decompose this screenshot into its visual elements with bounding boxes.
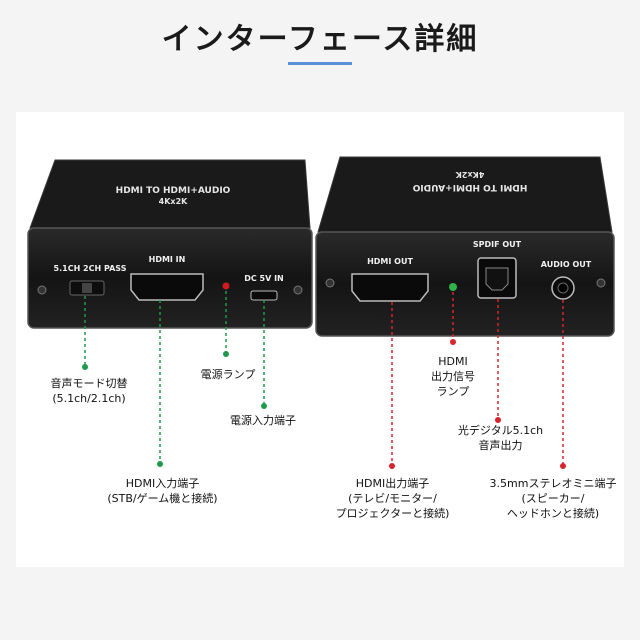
dc-port (250, 290, 278, 301)
callout-hdmi-lamp: HDMI 出力信号 ランプ (418, 354, 488, 399)
dc-label: DC 5V IN (244, 274, 284, 283)
callout-hdmi-out-line-1: HDMI出力端子 (355, 477, 430, 490)
right-device-top (317, 156, 613, 233)
callout-hdmi-in: HDMI入力端子 (STB/ゲーム機と接続) (95, 476, 230, 506)
left-device-top-text-2: 4Kx2K (159, 197, 188, 206)
hdmi-in-port (130, 273, 204, 301)
right-device-top-text-1: HDMI TO HDMI+AUDIO (412, 182, 527, 192)
callout-hdmi-lamp-line-1: HDMI (438, 355, 468, 368)
hdmi-out-port (351, 273, 429, 302)
left-device: HDMI TO HDMI+AUDIO 4Kx2K 5.1CH 2CH PASS … (27, 159, 313, 329)
callout-power-lamp: 電源ランプ (188, 367, 268, 382)
mode-switch-dot (82, 364, 88, 370)
hdmi-lamp-dot (450, 339, 456, 345)
hdmi-signal-led (449, 283, 457, 291)
left-screw-1 (37, 285, 47, 295)
right-device-top-text-2: 4Kx2K (455, 170, 484, 179)
spdif-label: SPDIF OUT (473, 240, 522, 249)
power-input-dot (261, 403, 267, 409)
callout-hdmi-lamp-line-3: ランプ (436, 385, 470, 398)
callout-audio-jack-line-3: ヘッドホンと接続) (506, 507, 600, 520)
right-device: HDMI TO HDMI+AUDIO 4Kx2K HDMI OUT SPDIF … (315, 156, 615, 337)
callout-audio-jack-line-2: (スピーカー/ (521, 492, 585, 505)
callout-hdmi-out-line-3: プロジェクターと接続) (335, 507, 450, 520)
callout-mode-switch-line-1: 音声モード切替 (50, 377, 128, 390)
callout-optical-out-line-1: 光デジタル5.1ch (457, 424, 544, 437)
callout-hdmi-out: HDMI出力端子 (テレビ/モニター/ プロジェクターと接続) (325, 476, 460, 521)
callout-power-input: 電源入力端子 (218, 413, 308, 428)
audio-jack-dot (560, 463, 566, 469)
optical-dot (495, 417, 501, 423)
left-screw-2 (293, 285, 303, 295)
right-device-face (315, 231, 615, 337)
mode-switch-knob (82, 283, 92, 293)
right-screw-1 (325, 278, 335, 288)
left-hdmi-label: HDMI IN (149, 255, 186, 264)
callout-hdmi-in-line-1: HDMI入力端子 (125, 477, 200, 490)
right-screw-2 (596, 278, 606, 288)
left-callout-lines (82, 291, 267, 467)
left-device-top-text-1: HDMI TO HDMI+AUDIO (116, 186, 231, 196)
callout-hdmi-lamp-line-2: 出力信号 (431, 370, 475, 383)
title-underline (288, 62, 352, 65)
power-led (222, 282, 230, 290)
callout-audio-jack: 3.5mmステレオミニ端子 (スピーカー/ ヘッドホンと接続) (478, 476, 628, 521)
callout-optical-out-line-2: 音声出力 (478, 439, 523, 452)
callout-power-input-line-1: 電源入力端子 (230, 414, 296, 427)
right-hdmi-label: HDMI OUT (367, 257, 413, 266)
callout-optical-out: 光デジタル5.1ch 音声出力 (443, 423, 558, 453)
page-title: インターフェース詳細 (161, 22, 479, 57)
right-callout-lines (389, 292, 566, 469)
hdmi-out-dot (389, 463, 395, 469)
power-lamp-dot (223, 351, 229, 357)
left-switch-label: 5.1CH 2CH PASS (54, 264, 127, 273)
callout-hdmi-out-line-2: (テレビ/モニター/ (348, 492, 437, 505)
audio-out-label: AUDIO OUT (541, 260, 592, 269)
spdif-port-inner (485, 267, 509, 291)
callout-power-lamp-line-1: 電源ランプ (200, 368, 256, 381)
audio-jack-hole (557, 282, 569, 294)
callout-mode-switch-line-2: (5.1ch/2.1ch) (52, 392, 126, 405)
callout-audio-jack-line-1: 3.5mmステレオミニ端子 (489, 477, 617, 490)
callout-mode-switch: 音声モード切替 (5.1ch/2.1ch) (34, 376, 144, 406)
hdmi-in-dot (157, 461, 163, 467)
callout-hdmi-in-line-2: (STB/ゲーム機と接続) (107, 492, 218, 505)
